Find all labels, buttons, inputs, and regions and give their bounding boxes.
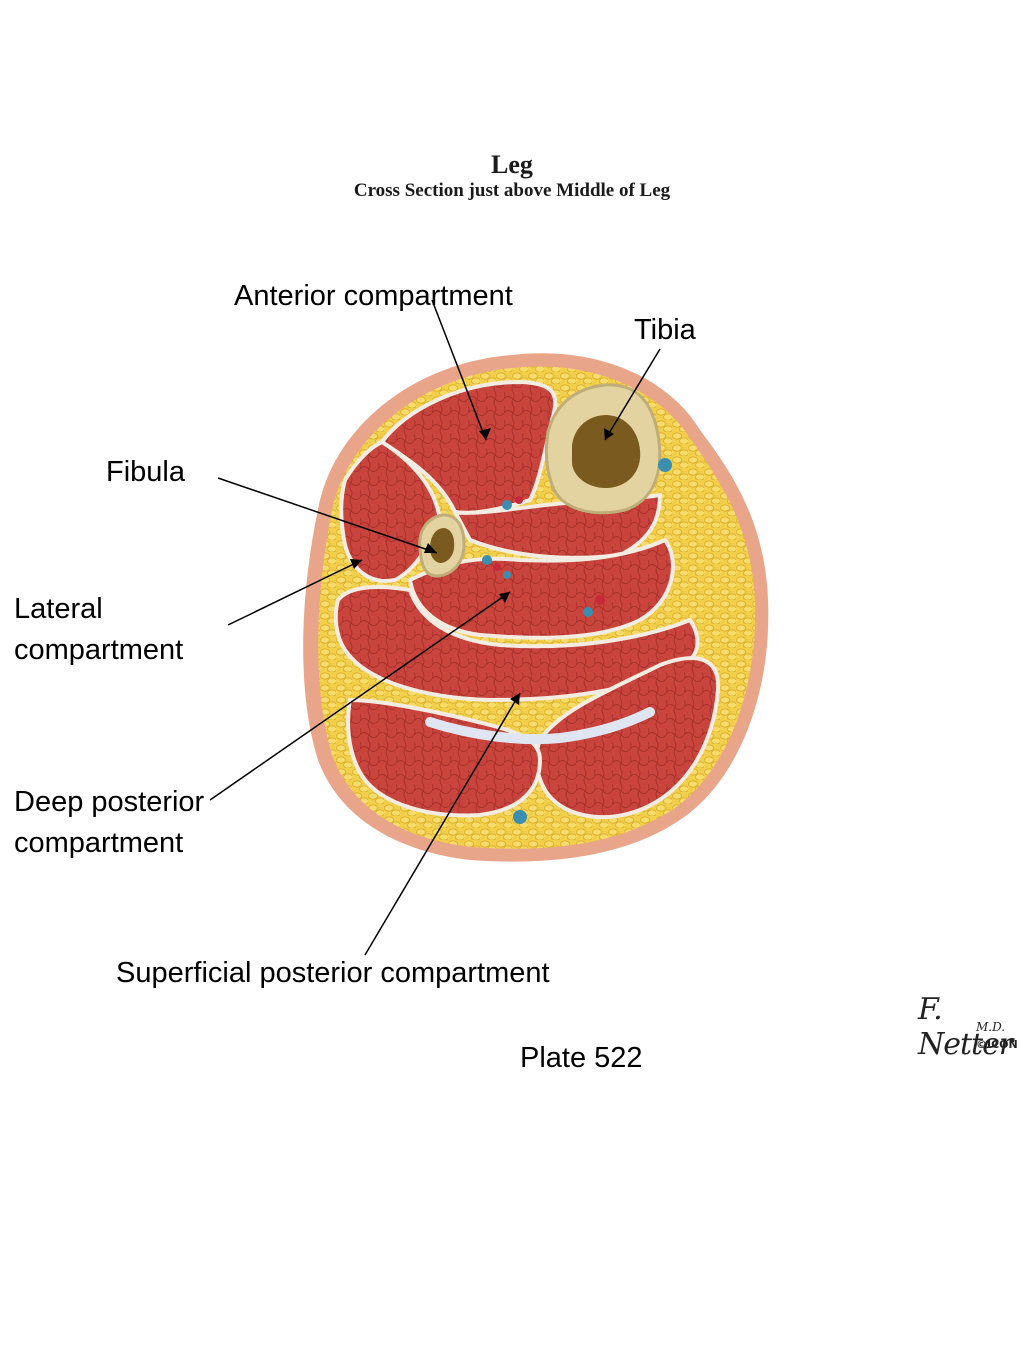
diagram-subtitle: Cross Section just above Middle of Leg bbox=[353, 180, 671, 201]
deep-posterior-compartment-muscles bbox=[407, 537, 675, 640]
arrow-lateral bbox=[350, 559, 362, 569]
anterior-compartment-muscles bbox=[379, 379, 558, 515]
vessel-red-1 bbox=[515, 496, 523, 504]
signature-suffix: M.D. bbox=[976, 1020, 1006, 1034]
leader-superficial bbox=[364, 692, 521, 956]
label-lateral-line2: compartment bbox=[14, 634, 184, 666]
plate-number: Plate 522 bbox=[520, 1042, 643, 1074]
label-superficial-posterior: Superficial posterior compartment bbox=[116, 957, 550, 989]
label-fibula: Fibula bbox=[106, 456, 185, 488]
vessel-red-2 bbox=[493, 563, 501, 571]
gastrocnemius-lateral bbox=[346, 697, 543, 818]
arrow-deep bbox=[499, 592, 510, 603]
label-deep-line1: Deep posterior bbox=[14, 786, 205, 818]
gastrocnemius-medial bbox=[534, 656, 721, 819]
vessel-blue-1 bbox=[502, 500, 512, 510]
vessel-blue-5 bbox=[658, 458, 672, 472]
vessel-red-3 bbox=[595, 595, 605, 605]
leader-lines bbox=[209, 299, 661, 956]
leader-tibia bbox=[604, 348, 661, 441]
label-tibia: Tibia bbox=[634, 314, 696, 346]
arrow-superficial bbox=[510, 693, 520, 705]
vessel-blue-2 bbox=[482, 555, 492, 565]
arrow-tibia bbox=[604, 428, 614, 440]
aponeurosis bbox=[425, 707, 655, 745]
netter-signature: F. Netter M.D. ©ICON bbox=[918, 992, 1024, 1062]
label-lateral-line1: Lateral bbox=[14, 593, 103, 625]
vessel-blue-3 bbox=[503, 571, 511, 579]
signature-name: F. Netter bbox=[918, 992, 1013, 1062]
vessel-blue-6 bbox=[513, 810, 527, 824]
label-deep-line2: compartment bbox=[14, 827, 184, 859]
leader-anterior bbox=[431, 299, 487, 441]
vessel-blue-4 bbox=[583, 607, 593, 617]
diagram-title: Leg bbox=[491, 150, 533, 179]
signature-copyright: ©ICON bbox=[976, 1038, 1018, 1051]
soleus-muscle bbox=[333, 585, 700, 703]
arrow-fibula bbox=[424, 543, 437, 553]
arrow-anterior bbox=[479, 428, 491, 440]
leader-arrowheads bbox=[350, 428, 614, 705]
fibula-marrow bbox=[430, 528, 455, 563]
leader-deep bbox=[209, 591, 511, 801]
label-anterior-compartment: Anterior compartment bbox=[234, 280, 513, 312]
tibia-marrow bbox=[572, 415, 641, 489]
leader-fibula bbox=[217, 477, 438, 554]
leader-lateral bbox=[227, 559, 363, 626]
